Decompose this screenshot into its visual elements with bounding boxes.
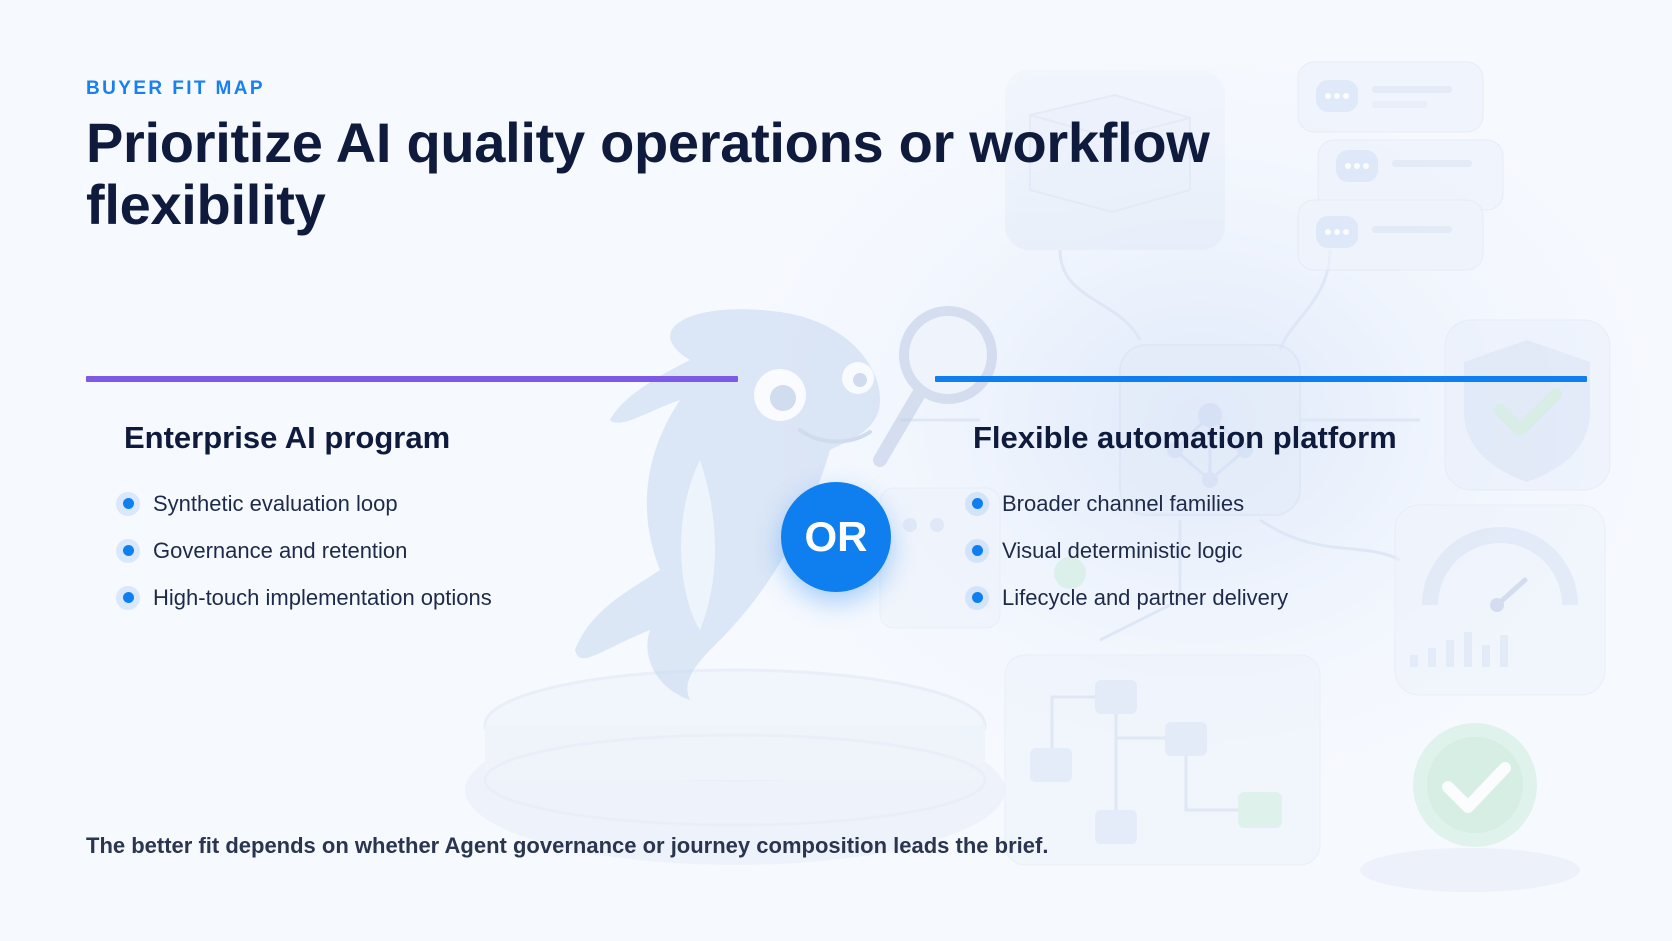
accent-rule-left: [86, 376, 738, 382]
list-item-text: Lifecycle and partner delivery: [1002, 584, 1289, 610]
shield-check-icon: [1444, 319, 1611, 491]
list-item: Synthetic evaluation loop: [116, 480, 738, 527]
list-item: Broader channel families: [965, 480, 1587, 527]
bullet-dot-icon: [965, 538, 989, 563]
check-badge-icon: [1360, 723, 1580, 892]
list-item: High-touch implementation options: [116, 574, 738, 621]
bullet-dot-icon: [965, 491, 989, 516]
flowchart-icon: [1004, 654, 1321, 866]
list-item: Governance and retention: [116, 527, 738, 574]
footer-note: The better fit depends on whether Agent …: [86, 833, 1049, 858]
circuit-lines: [900, 249, 1420, 642]
list-item: Lifecycle and partner delivery: [965, 574, 1587, 621]
pedestal: [465, 668, 1005, 865]
option-flexible-automation: Flexible automation platform Broader cha…: [935, 376, 1587, 621]
bullet-dot-icon: [116, 585, 140, 610]
feature-list: Broader channel families Visual determin…: [965, 480, 1587, 621]
list-item-text: High-touch implementation options: [153, 584, 492, 610]
chat-bubble-icon: [1297, 61, 1504, 271]
cube-stack-icon: [1005, 70, 1225, 250]
list-item-text: Visual deterministic logic: [1002, 537, 1243, 563]
dolphin-mascot: [575, 309, 880, 700]
bullet-dot-icon: [965, 585, 989, 610]
feature-list: Synthetic evaluation loop Governance and…: [116, 480, 738, 621]
gauge-icon: [1394, 504, 1606, 696]
list-item-text: Governance and retention: [153, 537, 408, 563]
list-item-text: Synthetic evaluation loop: [153, 490, 398, 516]
eyebrow-label: BUYER FIT MAP: [86, 78, 265, 99]
option-title: Enterprise AI program: [124, 420, 451, 455]
or-badge: OR: [781, 482, 891, 592]
page-title: Prioritize AI quality operations or work…: [86, 111, 1210, 236]
network-chip-icon: [1119, 344, 1301, 516]
bullet-dot-icon: [116, 538, 140, 563]
bullet-dot-icon: [116, 491, 140, 516]
list-item: Visual deterministic logic: [965, 527, 1587, 574]
option-enterprise-ai: Enterprise AI program Synthetic evaluati…: [86, 376, 738, 621]
option-title: Flexible automation platform: [973, 420, 1397, 455]
accent-rule-right: [935, 376, 1587, 382]
list-item-text: Broader channel families: [1002, 490, 1245, 516]
